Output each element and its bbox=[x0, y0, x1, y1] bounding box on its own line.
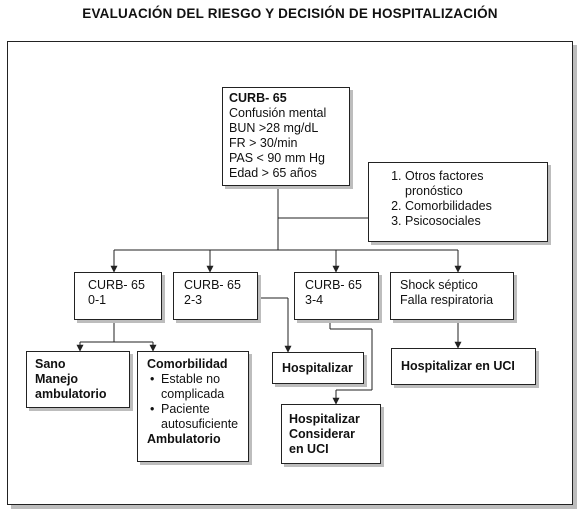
group-label: CURB- 65 bbox=[88, 278, 145, 292]
group-box-0-1: CURB- 65 0-1 bbox=[74, 272, 162, 320]
curb65-criteria-box: CURB- 65 Confusión mental BUN >28 mg/dL … bbox=[222, 87, 350, 186]
hospitalizar-considerar-uci-box: Hospitalizar Considerar en UCI bbox=[281, 404, 381, 464]
group-label: CURB- 65 bbox=[305, 278, 362, 292]
factor-item: Psicosociales bbox=[405, 214, 541, 229]
group-box-3-4: CURB- 65 3-4 bbox=[294, 272, 379, 320]
outcome-line: Hospitalizar bbox=[282, 361, 353, 375]
criterion: Confusión mental bbox=[229, 106, 327, 120]
hospitalizar-uci-box: Hospitalizar en UCI bbox=[391, 348, 536, 385]
other-factors-box: Otros factores pronóstico Comorbilidades… bbox=[368, 162, 548, 242]
curb65-heading: CURB- 65 bbox=[229, 91, 287, 105]
outcome-line: Hospitalizar bbox=[289, 412, 360, 426]
comorbilidad-heading: Comorbilidad bbox=[147, 357, 228, 371]
criterion: FR > 30/min bbox=[229, 136, 298, 150]
comorbilidad-box: Comorbilidad Estable no complicada Pacie… bbox=[137, 351, 249, 462]
comorbilidad-item: Estable no complicada bbox=[150, 372, 239, 402]
group-box-2-3: CURB- 65 2-3 bbox=[173, 272, 258, 320]
criterion: BUN >28 mg/dL bbox=[229, 121, 319, 135]
outcome-line: Hospitalizar en UCI bbox=[401, 359, 515, 373]
comorbilidad-item: Paciente autosuficiente bbox=[150, 402, 239, 432]
outcome-line: Manejo bbox=[35, 372, 79, 386]
diagram-title: EVALUACIÓN DEL RIESGO Y DECISIÓN DE HOSP… bbox=[82, 6, 498, 21]
group-label: Shock séptico bbox=[400, 278, 478, 292]
group-label: CURB- 65 bbox=[184, 278, 241, 292]
factor-item: Comorbilidades bbox=[405, 199, 541, 214]
comorbilidad-footer: Ambulatorio bbox=[147, 432, 221, 446]
outcome-line: en UCI bbox=[289, 442, 329, 456]
sano-ambulatorio-box: Sano Manejo ambulatorio bbox=[26, 351, 130, 408]
criterion: Edad > 65 años bbox=[229, 166, 317, 180]
criterion: PAS < 90 mm Hg bbox=[229, 151, 325, 165]
outcome-line: Sano bbox=[35, 357, 66, 371]
group-box-shock: Shock séptico Falla respiratoria bbox=[390, 272, 514, 320]
outcome-line: ambulatorio bbox=[35, 387, 107, 401]
group-range: Falla respiratoria bbox=[400, 293, 494, 307]
group-range: 2-3 bbox=[184, 293, 203, 307]
hospitalizar-box: Hospitalizar bbox=[272, 352, 364, 384]
factor-item: Otros factores pronóstico bbox=[405, 169, 541, 199]
outcome-line: Considerar bbox=[289, 427, 355, 441]
group-range: 3-4 bbox=[305, 293, 324, 307]
group-range: 0-1 bbox=[88, 293, 107, 307]
